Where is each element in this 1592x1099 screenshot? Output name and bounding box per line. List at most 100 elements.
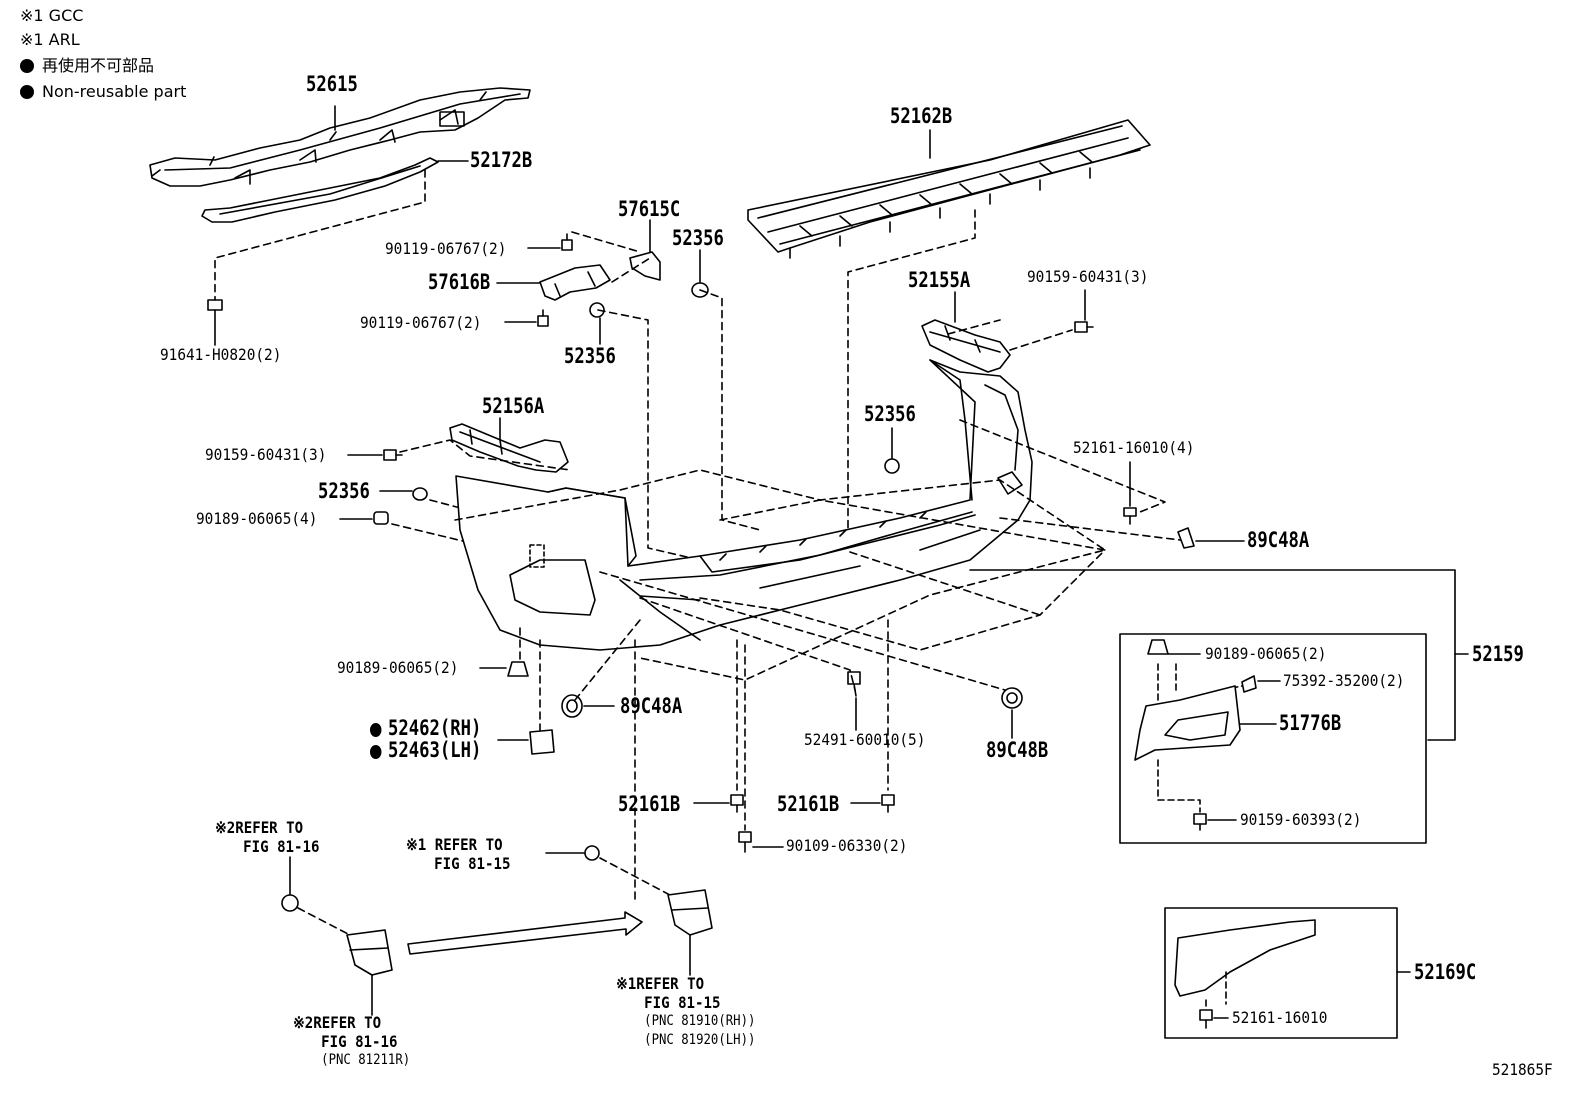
label-52159[interactable]: 52159 (1472, 642, 1524, 666)
clip-52356d-icon (412, 487, 428, 501)
rear-bumper-cover-drawing (455, 359, 1033, 651)
legend-en-text: Non-reusable part (42, 82, 187, 101)
refer-line: ※2REFER TO (215, 818, 304, 837)
label-90119-06767-b[interactable]: 90119-06767(2) (360, 313, 482, 332)
screw-52161Ba-icon (730, 794, 744, 813)
label-52356-a[interactable]: 52356 (564, 344, 616, 368)
dash-bracket (571, 231, 651, 283)
filled-circle-icon (370, 745, 382, 759)
refer-fig: FIG 81-15 (434, 854, 511, 873)
clip-89C48B-icon (1001, 687, 1023, 709)
refer-note-81-16-bottom[interactable]: ※2REFER TO FIG 81-16 (PNC 81211R) (293, 1013, 410, 1070)
label-52156A[interactable]: 52156A (482, 394, 545, 418)
label-90109-06330[interactable]: 90109-06330(2) (786, 836, 908, 855)
pad-52462-icon (529, 729, 555, 755)
screw-52161a-icon (1123, 507, 1137, 525)
label-90119-06767-a[interactable]: 90119-06767(2) (385, 239, 507, 258)
label-52161B-b[interactable]: 52161B (777, 792, 840, 816)
reflector-81910-drawing (667, 889, 713, 936)
refer-pnc-lh: (PNC 81920(LH)) (644, 1032, 756, 1048)
refer-note-81-15-bottom[interactable]: ※1REFER TO FIG 81-15 (PNC 81910(RH)) (PN… (616, 974, 755, 1050)
label-90189-06065-a[interactable]: 90189-06065(4) (196, 509, 318, 528)
part-57616B-drawing (539, 264, 611, 301)
label-52172B[interactable]: 52172B (470, 148, 533, 172)
refer-pnc: (PNC 81211R) (321, 1052, 411, 1068)
filled-circle-icon (20, 59, 34, 73)
dash-52156A (399, 439, 571, 471)
screw-90109-icon (738, 831, 752, 853)
refer-line: ※2REFER TO (293, 1013, 382, 1032)
refer-line: ※1REFER TO (616, 974, 705, 993)
label-52162B[interactable]: 52162B (890, 104, 953, 128)
part-57615C-drawing (629, 251, 661, 281)
part-52155A-drawing (921, 319, 1011, 373)
part-51776B-drawing (1134, 685, 1241, 761)
part-52162B-drawing (747, 119, 1151, 259)
label-90159-60393[interactable]: 90159-60393(2) (1240, 810, 1362, 829)
figure-id: 521865F (1492, 1060, 1553, 1079)
dash-52155A (947, 319, 1073, 351)
label-57616B[interactable]: 57616B (428, 270, 491, 294)
filled-circle-icon (20, 85, 34, 99)
label-52169C[interactable]: 52169C (1414, 960, 1477, 984)
label-52161B-a[interactable]: 52161B (618, 792, 681, 816)
dash-inset-top (1157, 663, 1177, 701)
clip-90189a-icon (373, 511, 389, 525)
clip-ref1-icon (281, 894, 299, 912)
label-75392-35200[interactable]: 75392-35200(2) (1283, 671, 1405, 690)
arrow-right-icon (407, 911, 643, 955)
refer-fig: FIG 81-16 (321, 1032, 398, 1051)
dash-ref1 (297, 907, 351, 936)
legend-nonreusable-en: Non-reusable part (20, 84, 186, 100)
part-52172B-drawing (201, 157, 439, 223)
label-52615[interactable]: 52615 (306, 72, 358, 96)
label-90189-06065-c[interactable]: 90189-06065(2) (1205, 644, 1327, 663)
screw-90159b-icon (383, 449, 403, 461)
refer-note-81-15-top[interactable]: ※1 REFER TO FIG 81-15 (406, 835, 510, 873)
clip-52356a-icon (589, 302, 605, 318)
label-52161-16010[interactable]: 52161-16010 (1232, 1008, 1328, 1027)
note-arl: ※1 ARL (20, 30, 80, 49)
label-90159-60431-b[interactable]: 90159-60431(3) (205, 445, 327, 464)
clip-89C48Aa-icon (1177, 527, 1195, 549)
label-52356-d[interactable]: 52356 (318, 479, 370, 503)
filled-circle-icon (370, 723, 382, 737)
inset-box-52169C (1164, 907, 1398, 1039)
label-52491-60010[interactable]: 52491-60010(5) (804, 730, 926, 749)
bolt-91641-icon (207, 299, 223, 346)
dash-52172B (214, 169, 426, 301)
screw-75392-icon (1241, 675, 1257, 693)
bracket-52159 (969, 569, 1456, 741)
clip-ref2-icon (584, 845, 600, 861)
label-52356-b[interactable]: 52356 (672, 226, 724, 250)
dash-inset-bottom (1157, 759, 1201, 813)
label-52462[interactable]: 52462(RH) (370, 718, 481, 739)
label-89C48A-b[interactable]: 89C48A (620, 694, 683, 718)
refer-note-81-16-top[interactable]: ※2REFER TO FIG 81-16 (215, 818, 319, 856)
screw-90159a-icon (1074, 321, 1094, 333)
part-52156A-drawing (449, 423, 569, 473)
label-89C48A-a[interactable]: 89C48A (1247, 528, 1310, 552)
screw-52161Bb-icon (881, 794, 895, 813)
refer-fig: FIG 81-16 (243, 837, 320, 856)
label-89C48B[interactable]: 89C48B (986, 738, 1049, 762)
label-91641-H0820[interactable]: 91641-H0820(2) (160, 345, 282, 364)
refer-fig: FIG 81-15 (644, 993, 721, 1012)
legend-jp-text: 再使用不可部品 (42, 56, 155, 75)
label-90159-60431-a[interactable]: 90159-60431(3) (1027, 267, 1149, 286)
label-52463[interactable]: 52463(LH) (370, 740, 481, 761)
label-90189-06065-b[interactable]: 90189-06065(2) (337, 658, 459, 677)
clip-52356b-icon (691, 282, 709, 298)
label-52356-c[interactable]: 52356 (864, 402, 916, 426)
label-57615C[interactable]: 57615C (618, 197, 681, 221)
part-52615-drawing (149, 87, 531, 187)
label-51776B[interactable]: 51776B (1279, 711, 1342, 735)
legend-nonreusable-jp: 再使用不可部品 (20, 58, 154, 74)
clip-89C48Ab-icon (561, 694, 583, 718)
label-52155A[interactable]: 52155A (908, 268, 971, 292)
screw-52161b-icon (1199, 1009, 1213, 1029)
reflector-81211R-drawing (346, 929, 393, 976)
label-52161-16010-4[interactable]: 52161-16010(4) (1073, 438, 1195, 457)
inset-box-51776B (1119, 633, 1427, 844)
